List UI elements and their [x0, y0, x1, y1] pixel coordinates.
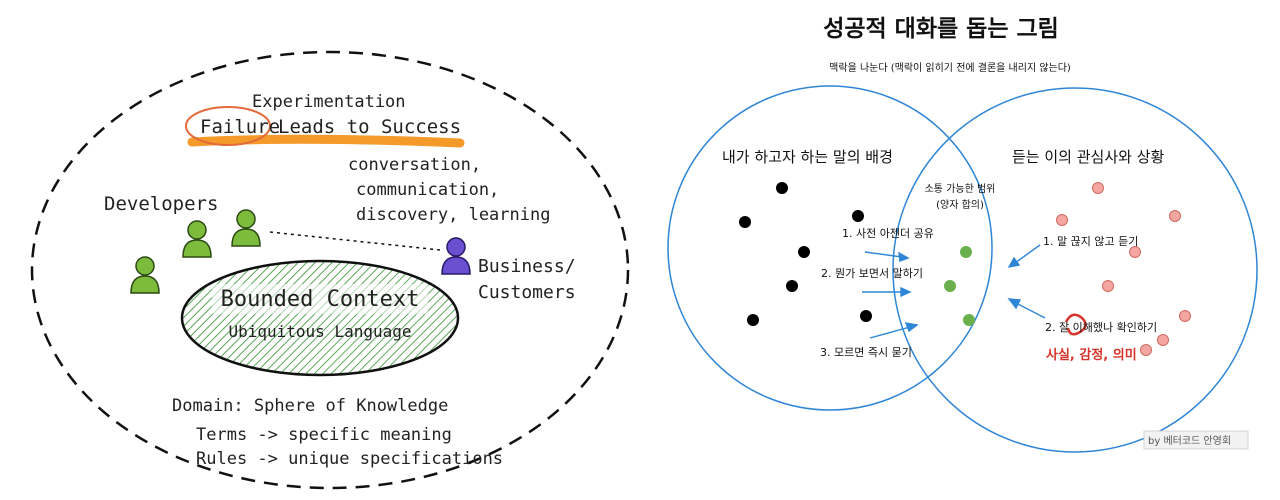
developer-person-icon [231, 209, 261, 247]
speaker-dot [852, 210, 864, 222]
bounded-context-label-bg [212, 284, 428, 314]
domain-outer-ellipse [30, 50, 630, 490]
speaker-circle-label: 내가 하고자 하는 말의 배경 [722, 148, 893, 166]
speaker-step-2: 2. 뭔가 보면서 말하기 [821, 266, 923, 280]
conversation-line-1: conversation, [348, 155, 481, 175]
speaker-step-1: 1. 사전 아젠더 공유 [842, 227, 934, 240]
bounded-context-text: Bounded Context [221, 287, 420, 312]
developer-person-icon [130, 256, 160, 294]
listener-dot [1056, 214, 1068, 226]
listener-step-2: 2. 잘 이해했나 확인하기 [1045, 320, 1157, 334]
rules-text: Rules -> unique specifications [196, 449, 503, 469]
listener-dot [1092, 182, 1104, 194]
fact-feeling-meaning-text: 사실, 감정, 의미 [1046, 347, 1137, 363]
listener-step-1: 1. 말 끊지 않고 듣기 [1043, 235, 1138, 248]
overlap-label-line-2: (양자 합의) [936, 199, 984, 211]
leads-to-success-text: Leads to Success [278, 116, 461, 138]
terms-text: Terms -> specific meaning [196, 425, 452, 445]
listener-circle-label: 듣는 이의 관심사와 상황 [1012, 148, 1165, 166]
bounded-context-ellipse [180, 259, 460, 377]
listener-dot [1129, 246, 1141, 258]
listener-dot [1102, 280, 1114, 292]
arrow-icon [1007, 298, 1046, 319]
customers-text: Customers [478, 282, 576, 303]
experimentation-text: Experimentation [252, 92, 406, 112]
speaker-dot [776, 182, 788, 194]
credit-text: by 베터코드 안영회 [1148, 435, 1231, 447]
arrow-icon [869, 322, 919, 339]
venn-subtitle: 맥락을 나눈다 (맥락이 읽히기 전에 결론을 내리지 않는다) [829, 61, 1071, 74]
listener-dot [1157, 334, 1169, 346]
arrow-icon [862, 286, 912, 298]
success-highlight [187, 134, 465, 148]
business-text: Business/ [478, 256, 576, 277]
listener-dot [1140, 344, 1152, 356]
connection-dotted-line [269, 231, 441, 251]
failure-circle-mark [185, 106, 271, 146]
overlap-label-line-1: 소통 가능한 범위 [925, 182, 996, 195]
arrow-icon [1007, 244, 1041, 268]
failure-text: Failure [200, 116, 280, 138]
shared-dot [963, 314, 975, 326]
listener-circle [892, 87, 1258, 453]
speaker-dot [860, 310, 872, 322]
red-scribble-mark [1064, 313, 1087, 336]
speaker-dot [786, 280, 798, 292]
developers-text: Developers [104, 193, 218, 215]
domain-text: Domain: Sphere of Knowledge [172, 396, 448, 416]
credit-box [1143, 430, 1249, 450]
arrow-icon [864, 251, 910, 262]
ddd-diagram: Experimentation Failure Leads to Success… [30, 50, 630, 490]
speaker-dot [739, 216, 751, 228]
listener-dot [1169, 210, 1181, 222]
conversation-line-2: communication, [356, 180, 499, 200]
shared-dot [960, 246, 972, 258]
speaker-step-3: 3. 모르면 즉시 묻기 [820, 346, 912, 359]
developer-person-icon [182, 220, 212, 258]
listener-dot [1179, 310, 1191, 322]
business-person-icon [441, 237, 471, 275]
venn-title: 성공적 대화를 돕는 그림 [823, 16, 1059, 42]
speaker-circle [667, 85, 993, 411]
shared-dot [944, 280, 956, 292]
speaker-dot [798, 246, 810, 258]
conversation-line-3: discovery, learning [356, 205, 550, 225]
ubiquitous-language-text: Ubiquitous Language [228, 322, 411, 341]
conversation-venn-diagram: 성공적 대화를 돕는 그림 맥락을 나눈다 (맥락이 읽히기 전에 결론을 내리… [667, 16, 1258, 453]
speaker-dot [747, 314, 759, 326]
